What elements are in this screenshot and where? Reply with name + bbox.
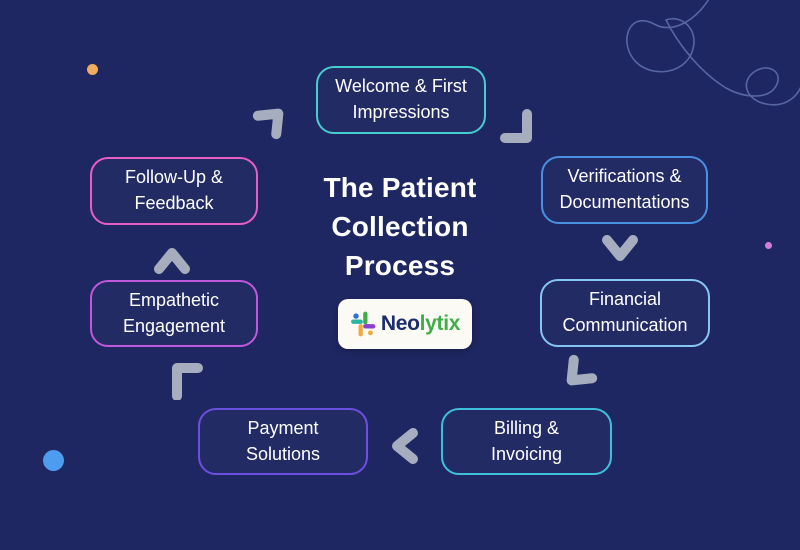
step-box-payment-solutions: Payment Solutions — [198, 408, 368, 475]
step-label: Verifications & Documentations — [559, 166, 690, 212]
step-box-billing-invoicing: Billing & Invoicing — [441, 408, 612, 475]
step-box-followup-feedback: Follow-Up & Feedback — [90, 157, 258, 225]
title-line-1: The Patient — [323, 172, 477, 203]
neolytix-logo-text: Neo lytix — [380, 312, 461, 336]
blue-dot-decoration — [43, 450, 64, 471]
step-label: Empathetic Engagement — [122, 289, 226, 336]
logo-text-lytix: lytix — [419, 312, 461, 335]
step-box-welcome-first-impressions: Welcome & First Impressions — [316, 66, 486, 134]
flow-arrow-payment-to-empathetic-icon — [166, 356, 210, 400]
pink-dot-decoration — [765, 242, 772, 249]
neolytix-logo-mark-icon — [350, 311, 376, 337]
step-box-financial-communication: Financial Communication — [540, 279, 710, 347]
step-label: Billing & Invoicing — [490, 417, 563, 464]
flow-arrow-verifications-to-financial-icon — [598, 225, 642, 269]
logo-text-neo: Neo — [380, 312, 420, 335]
step-box-verifications-documentations: Verifications & Documentations — [541, 156, 708, 224]
flow-arrow-followup-to-welcome-icon — [241, 89, 303, 151]
neolytix-logo: Neo lytix — [338, 299, 472, 349]
orange-dot-decoration — [87, 64, 98, 75]
step-label: Financial Communication — [562, 289, 688, 335]
step-label: Follow-Up & Feedback — [124, 167, 224, 213]
step-box-empathetic-engagement: Empathetic Engagement — [90, 280, 258, 347]
title-line-3: Process — [344, 250, 456, 281]
title-line-2: Collection — [331, 211, 469, 242]
flow-arrow-welcome-to-verifications-icon — [494, 102, 538, 146]
flow-arrow-financial-to-billing-icon — [547, 343, 609, 405]
flow-arrow-billing-to-payment-icon — [384, 424, 428, 468]
diagram-title: The Patient Collection Process — [290, 168, 510, 285]
flow-arrow-empathetic-to-followup-icon — [150, 240, 194, 284]
step-label: Welcome & First Impressions — [335, 76, 467, 122]
step-label: Payment Solutions — [245, 417, 321, 464]
